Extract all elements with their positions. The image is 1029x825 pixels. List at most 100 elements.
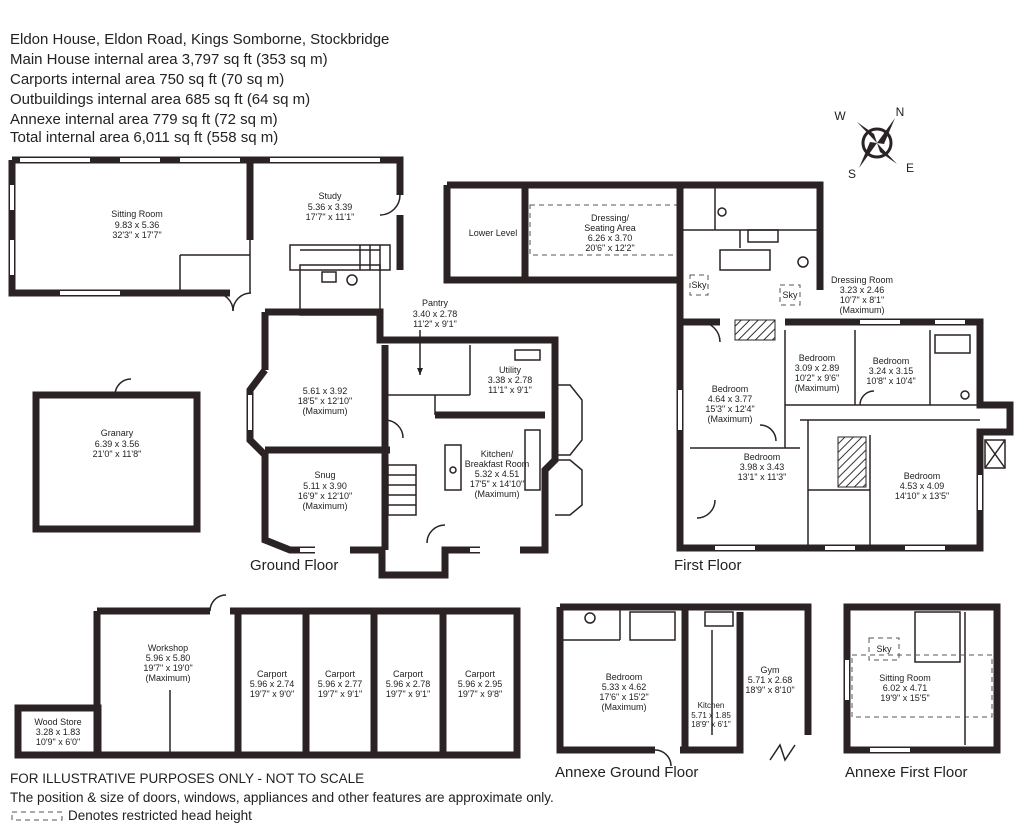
compass-n: N <box>896 105 905 119</box>
annexe-kitchen-metric: 5.71 x 1.85 <box>691 711 731 720</box>
snug-imperial: 16'9" x 12'10" <box>298 491 352 501</box>
restricted-height-legend-swatch <box>11 811 63 821</box>
north-arrow-icon <box>877 118 895 144</box>
carport-1-metric: 5.96 x 2.74 <box>250 679 295 689</box>
compass-s: S <box>848 167 856 181</box>
dressing-seating-name-2: Seating Area <box>584 223 636 233</box>
sky-label-3: Sky <box>876 644 892 654</box>
sitting-room-metric: 9.83 x 5.36 <box>115 220 160 230</box>
dressing-room-imperial: 10'7" x 8'1" <box>840 295 884 305</box>
sky-label-1: Sky <box>691 280 707 290</box>
ground-floor-plan <box>8 156 583 579</box>
lower-level-label: Lower Level <box>469 228 518 238</box>
carport-4-name: Carport <box>465 669 496 679</box>
annexe-sitting-metric: 6.02 x 4.71 <box>883 683 928 693</box>
carport-2-name: Carport <box>325 669 356 679</box>
utility-metric: 3.38 x 2.78 <box>488 375 533 385</box>
snug-max: (Maximum) <box>303 501 348 511</box>
workshop-name: Workshop <box>148 643 188 653</box>
pantry-metric: 3.40 x 2.78 <box>413 309 458 319</box>
workshop-imperial: 19'7" x 19'0" <box>143 663 192 673</box>
carport-3-metric: 5.96 x 2.78 <box>386 679 431 689</box>
bedroom-4-metric: 3.98 x 3.43 <box>740 462 785 472</box>
dressing-seating-name: Dressing/ <box>591 213 630 223</box>
compass-w: W <box>834 109 846 123</box>
gym-imperial: 18'9" x 8'10" <box>745 685 794 695</box>
carport-3-name: Carport <box>393 669 424 679</box>
ground-floor-label: Ground Floor <box>250 557 339 574</box>
study-imperial: 17'7" x 11'1" <box>306 212 355 222</box>
first-floor-plan <box>443 181 1014 552</box>
annexe-sitting-imperial: 19'9" x 15'5" <box>880 693 929 703</box>
gym-metric: 5.71 x 2.68 <box>748 675 793 685</box>
bedroom-2-max: (Maximum) <box>795 383 840 393</box>
sitting-room-imperial: 32'3" x 17'7" <box>112 230 161 240</box>
approximate-note: The position & size of doors, windows, a… <box>10 790 554 805</box>
wood-store-name: Wood Store <box>34 717 81 727</box>
disclaimer: FOR ILLUSTRATIVE PURPOSES ONLY - NOT TO … <box>10 771 365 786</box>
bedroom-2-metric: 3.09 x 2.89 <box>795 363 840 373</box>
utility-name: Utility <box>499 365 521 375</box>
utility-imperial: 11'1" x 9'1" <box>488 385 532 395</box>
wood-store-imperial: 10'9" x 6'0" <box>36 737 80 747</box>
property-address: Eldon House, Eldon Road, Kings Somborne,… <box>10 31 390 48</box>
kitchen-max: (Maximum) <box>475 489 520 499</box>
dressing-seating-imperial: 20'6" x 12'2" <box>585 243 634 253</box>
dressing-room-name: Dressing Room <box>831 275 893 285</box>
bedroom-2-imperial: 10'2" x 9'6" <box>795 373 839 383</box>
bedroom-3-metric: 3.24 x 3.15 <box>869 366 914 376</box>
dressing-room-metric: 3.23 x 2.46 <box>840 285 885 295</box>
annexe-first-plan <box>843 603 1001 754</box>
total-area: Total internal area 6,011 sq ft (558 sq … <box>10 129 279 146</box>
carports-area: Carports internal area 750 sq ft (70 sq … <box>10 71 285 88</box>
bedroom-2-name: Bedroom <box>799 353 836 363</box>
granary-outline <box>32 391 201 533</box>
carport-2-metric: 5.96 x 2.77 <box>318 679 363 689</box>
outbuildings-plan <box>14 594 521 759</box>
main-house-area: Main House internal area 3,797 sq ft (35… <box>10 51 328 68</box>
annexe-first-floor-label: Annexe First Floor <box>845 764 968 781</box>
annexe-sitting-name: Sitting Room <box>879 673 931 683</box>
annexe-bedroom-name: Bedroom <box>606 672 643 682</box>
pantry-imperial: 11'2" x 9'1" <box>413 319 457 329</box>
kitchen-name: Kitchen/ <box>481 449 514 459</box>
annexe-ground-plan <box>556 603 812 767</box>
first-floor-label: First Floor <box>674 557 742 574</box>
granary-imperial: 21'0" x 11'8" <box>93 449 142 459</box>
dressing-room-max: (Maximum) <box>840 305 885 315</box>
annexe-area: Annexe internal area 779 sq ft (72 sq m) <box>10 111 278 128</box>
bedroom-5-name: Bedroom <box>904 471 941 481</box>
bedroom-5-metric: 4.53 x 4.09 <box>900 481 945 491</box>
bedroom-1-max: (Maximum) <box>708 414 753 424</box>
annexe-bedroom-max: (Maximum) <box>602 702 647 712</box>
bedroom-3-name: Bedroom <box>873 356 910 366</box>
room-labels: Sitting Room 9.83 x 5.36 32'3" x 17'7" S… <box>34 191 949 747</box>
legend-text: Denotes restricted head height <box>68 808 252 823</box>
outbuildings-area: Outbuildings internal area 685 sq ft (64… <box>10 91 311 108</box>
sky-label-2: Sky <box>782 290 798 300</box>
annexe-kitchen-name: Kitchen <box>698 701 725 710</box>
study-metric: 5.36 x 3.39 <box>308 202 353 212</box>
bedroom-1-metric: 4.64 x 3.77 <box>708 394 753 404</box>
reception-max: (Maximum) <box>303 406 348 416</box>
bedroom-4-imperial: 13'1" x 11'3" <box>738 472 787 482</box>
bedroom-4-name: Bedroom <box>744 452 781 462</box>
bedroom-5-imperial: 14'10" x 13'5" <box>895 491 949 501</box>
carport-2-imperial: 19'7" x 9'1" <box>318 689 362 699</box>
snug-name: Snug <box>314 470 335 480</box>
bedroom-1-imperial: 15'3" x 12'4" <box>705 404 754 414</box>
annexe-kitchen-imperial: 18'9" x 6'1" <box>691 720 731 729</box>
annexe-bedroom-imperial: 17'6" x 15'2" <box>599 692 648 702</box>
kitchen-imperial: 17'5" x 14'10" <box>470 479 524 489</box>
compass-e: E <box>906 161 914 175</box>
bedroom-3-imperial: 10'8" x 10'4" <box>866 376 915 386</box>
dressing-seating-metric: 6.26 x 3.70 <box>588 233 633 243</box>
carport-4-imperial: 19'7" x 9'8" <box>458 689 502 699</box>
snug-metric: 5.11 x 3.90 <box>303 481 347 491</box>
kitchen-metric: 5.32 x 4.51 <box>475 469 520 479</box>
granary-name: Granary <box>101 428 134 438</box>
wood-store-metric: 3.28 x 1.83 <box>36 727 81 737</box>
annexe-ground-floor-label: Annexe Ground Floor <box>555 764 699 781</box>
compass: N S E W <box>834 105 914 181</box>
